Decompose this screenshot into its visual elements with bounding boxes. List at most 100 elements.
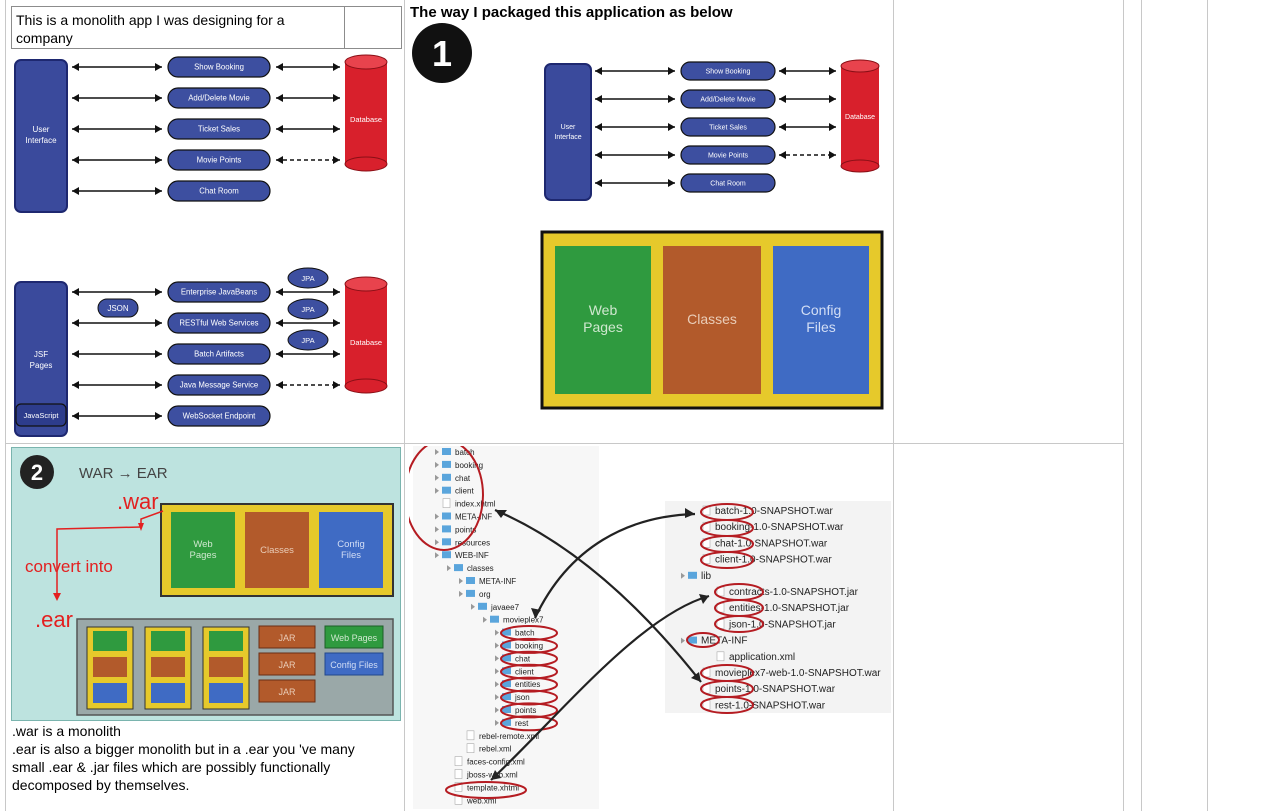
left-tree-item-3[interactable]: client: [455, 487, 474, 496]
folder-icon: [442, 538, 451, 546]
left-tree-item-0[interactable]: batch: [455, 448, 475, 457]
ticket-sales-left-arrow-head-b: [668, 123, 675, 131]
right-tree-panel: [665, 501, 891, 713]
disclosure-triangle-icon[interactable]: [495, 719, 499, 726]
right-tree-item-3[interactable]: client-1.0-SNAPSHOT.war: [715, 555, 832, 566]
left-tree-item-21[interactable]: rest: [515, 719, 529, 728]
disclosure-triangle-icon[interactable]: [435, 552, 439, 559]
add-delete-movie-pill: [167, 87, 271, 109]
left-tree-item-13[interactable]: movieplex7: [503, 616, 544, 625]
small-war-web-pages: [209, 631, 243, 651]
disclosure-triangle-icon[interactable]: [495, 655, 499, 662]
folder-icon: [442, 551, 451, 559]
disclosure-triangle-icon[interactable]: [435, 526, 439, 533]
left-tree-item-24[interactable]: faces-config.xml: [467, 758, 525, 767]
left-tree-item-2[interactable]: chat: [455, 474, 471, 483]
right-tree-item-4[interactable]: lib: [701, 571, 711, 582]
restful-web-services-right-arrow-head-b: [333, 319, 340, 327]
right-tree-item-7[interactable]: json-1.0-SNAPSHOT.jar: [728, 619, 836, 630]
websocket-endpoint-left-arrow-head-a: [72, 412, 79, 420]
disclosure-triangle-icon[interactable]: [495, 681, 499, 688]
left-tree-item-8[interactable]: WEB-INF: [455, 551, 489, 560]
left-tree-item-20[interactable]: points: [515, 706, 536, 715]
movie-points-left-arrow-head-a: [72, 156, 79, 164]
disclosure-triangle-icon[interactable]: [435, 539, 439, 546]
enterprise-javabeans-right-arrow-head-a: [276, 288, 283, 296]
disclosure-triangle-icon[interactable]: [447, 565, 451, 572]
left-tree-item-18[interactable]: entities: [515, 680, 540, 689]
show-booking-pill: [167, 56, 271, 78]
right-tree-item-10[interactable]: movieplex7-web-1.0-SNAPSHOT.war: [715, 668, 881, 679]
disclosure-triangle-icon[interactable]: [495, 707, 499, 713]
left-tree-item-4[interactable]: index.xhtml: [455, 500, 496, 509]
disclosure-triangle-icon[interactable]: [681, 637, 685, 644]
right-tree-item-0[interactable]: batch-1.0-SNAPSHOT.war: [715, 506, 833, 517]
chat-room-pill: [680, 173, 776, 193]
enterprise-javabeans-label: Enterprise JavaBeans: [181, 288, 257, 297]
left-tree-item-25[interactable]: jboss-web.xml: [466, 771, 518, 780]
disclosure-triangle-icon[interactable]: [495, 629, 499, 636]
restful-web-services-pill: [167, 312, 271, 334]
disclosure-triangle-icon[interactable]: [435, 449, 439, 455]
left-tree-item-22[interactable]: rebel-remote.xml: [479, 732, 539, 741]
left-tree-item-15[interactable]: booking: [515, 642, 543, 651]
right-tree-item-9[interactable]: application.xml: [729, 652, 795, 663]
left-tree-item-26[interactable]: template.xhtml: [467, 783, 519, 792]
jpa-pill: [287, 298, 329, 320]
small-war-config: [209, 683, 243, 703]
disclosure-triangle-icon[interactable]: [681, 572, 685, 579]
left-tree-item-17[interactable]: client: [515, 667, 534, 676]
right-tree-item-12[interactable]: rest-1.0-SNAPSHOT.war: [715, 700, 826, 711]
ticket-sales-label: Ticket Sales: [709, 124, 747, 131]
right-tree-item-8[interactable]: META-INF: [701, 636, 747, 647]
folder-icon: [442, 448, 451, 455]
disclosure-triangle-icon[interactable]: [435, 474, 439, 481]
left-tree-item-11[interactable]: org: [479, 590, 491, 599]
left-tree-item-9[interactable]: classes: [467, 564, 494, 573]
movie-points-label: Movie Points: [197, 156, 242, 165]
left-tree-item-5[interactable]: META-INF: [455, 513, 492, 522]
disclosure-triangle-icon[interactable]: [459, 578, 463, 584]
jpa-label: JPA: [301, 336, 314, 345]
war-arrow-head: [138, 523, 144, 531]
left-tree-item-19[interactable]: json: [514, 693, 530, 702]
left-tree-item-27[interactable]: web.xml: [466, 796, 497, 805]
disclosure-triangle-icon[interactable]: [435, 513, 439, 520]
jar-box: [258, 625, 316, 649]
left-tree-item-16[interactable]: chat: [515, 654, 531, 663]
ticket-sales-right-arrow-head-a: [779, 123, 786, 131]
highlight-class-package: [500, 676, 558, 693]
right-tree-item-2[interactable]: chat-1.0-SNAPSHOT.war: [715, 538, 828, 549]
disclosure-triangle-icon[interactable]: [435, 487, 439, 494]
add-delete-movie-left-arrow-head-b: [668, 95, 675, 103]
left-tree-item-7[interactable]: resources: [455, 538, 490, 547]
disclosure-triangle-icon[interactable]: [435, 461, 439, 468]
disclosure-triangle-icon[interactable]: [483, 616, 487, 623]
right-tree-item-5[interactable]: contracts-1.0-SNAPSHOT.jar: [729, 587, 859, 598]
disclosure-triangle-icon[interactable]: [471, 603, 475, 610]
left-tree-item-1[interactable]: booking: [455, 461, 483, 470]
disclosure-triangle-icon[interactable]: [495, 642, 499, 649]
disclosure-triangle-icon[interactable]: [459, 590, 463, 597]
left-tree-item-12[interactable]: javaee7: [490, 603, 520, 612]
left-tree-item-10[interactable]: META-INF: [479, 577, 516, 586]
right-tree-item-11[interactable]: points-1.0-SNAPSHOT.war: [715, 684, 836, 695]
batch-artifacts-left-arrow-head-b: [155, 350, 162, 358]
disclosure-triangle-icon[interactable]: [495, 668, 499, 675]
small-war-config: [151, 683, 185, 703]
left-tree-item-6[interactable]: points: [455, 525, 476, 534]
user-interface-label-3b: Interface: [554, 134, 581, 141]
folder-icon: [502, 680, 511, 688]
chat-room-pill: [167, 180, 271, 202]
left-tree-item-14[interactable]: batch: [515, 629, 535, 638]
right-tree-item-6[interactable]: entities-1.0-SNAPSHOT.jar: [729, 603, 850, 614]
show-booking-right-arrow-head-a: [779, 67, 786, 75]
right-tree-item-1[interactable]: booking-1.0-SNAPSHOT.war: [715, 522, 844, 533]
small-war-classes: [93, 657, 127, 677]
movie-points-right-arrow-head-a: [779, 151, 786, 159]
disclosure-triangle-icon[interactable]: [495, 694, 499, 701]
add-delete-movie-label: Add/Delete Movie: [188, 94, 250, 103]
left-tree-item-23[interactable]: rebel.xml: [479, 745, 512, 754]
